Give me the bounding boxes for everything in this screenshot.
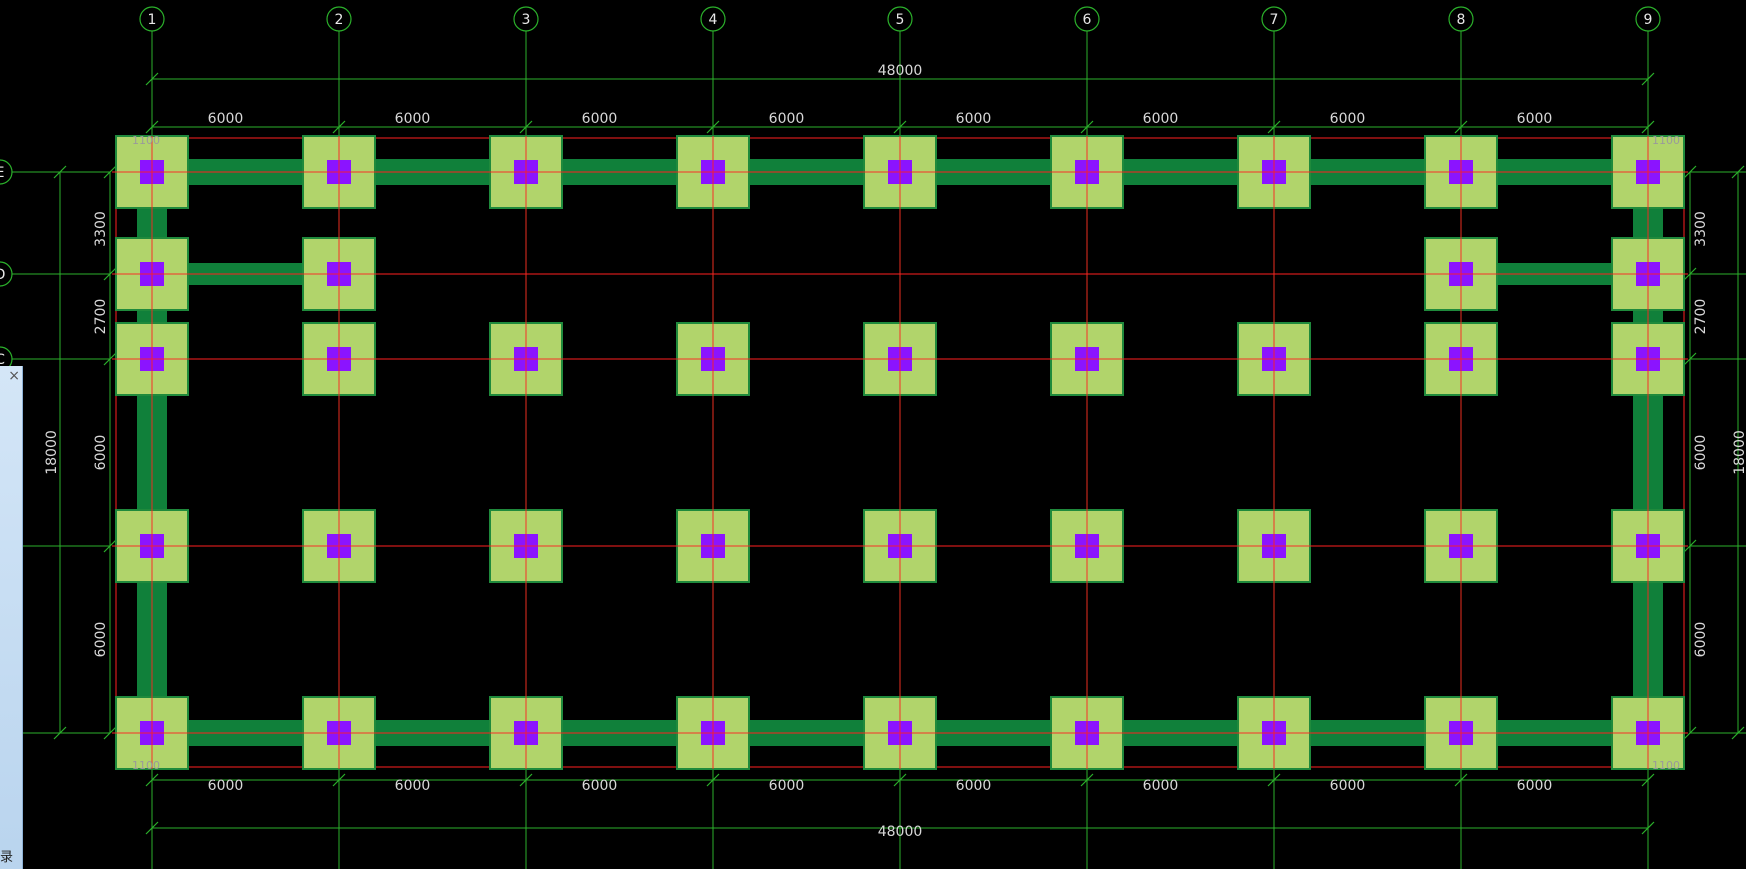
dim-tick-h-2-4: [893, 773, 907, 787]
dim-text-top-bay-7: 6000: [1517, 111, 1553, 127]
dim-text-right-2: 6000: [1693, 435, 1709, 471]
dim-tick-h-2-7: [1454, 773, 1468, 787]
dim-tick-h-2-5: [1080, 773, 1094, 787]
dim-tick-h-3-8: [1641, 821, 1655, 835]
dim-tick-v-1-2: [103, 352, 117, 366]
dim-tick-h-2-2: [519, 773, 533, 787]
dim-tick-v-1-1: [103, 267, 117, 281]
axis-bubble-2: [326, 6, 352, 32]
dim-tick-v-1-0: [103, 165, 117, 179]
dim-text-top-bay-6: 6000: [1330, 111, 1366, 127]
side-panel[interactable]: × 录: [0, 366, 23, 869]
dim-text-bottom-bay-0: 6000: [208, 778, 244, 794]
dim-text-left-1: 2700: [93, 299, 109, 335]
row-axis-bubble-C: [0, 346, 13, 372]
axis-bubble-8: [1448, 6, 1474, 32]
dim-tick-h-2-3: [706, 773, 720, 787]
dim-text-right-total: 18000: [1732, 430, 1746, 475]
dim-tick-h-1-8: [1641, 120, 1655, 134]
dim-text-top-bay-5: 6000: [1143, 111, 1179, 127]
dim-text-left-2: 6000: [93, 435, 109, 471]
row-axis-bubble-E: [0, 159, 13, 185]
dim-tick-h-1-3: [706, 120, 720, 134]
axis-label-1: 1: [148, 12, 157, 28]
dim-tick-v-2-2: [1683, 352, 1697, 366]
axis-label-8: 8: [1457, 12, 1466, 28]
dim-tick-h-1-6: [1267, 120, 1281, 134]
corner-tag-1: 1100: [1652, 134, 1680, 147]
dim-tick-h-2-8: [1641, 773, 1655, 787]
axis-bubble-4: [700, 6, 726, 32]
dim-tick-h-2-6: [1267, 773, 1281, 787]
dim-text-left-total: 18000: [44, 430, 60, 475]
dim-tick-v-2-1: [1683, 267, 1697, 281]
corner-tag-0: 1100: [132, 134, 160, 147]
dim-tick-v-3-0: [1731, 165, 1745, 179]
axis-bubble-9: [1635, 6, 1661, 32]
dim-tick-h-2-0: [145, 773, 159, 787]
dim-text-top-bay-1: 6000: [395, 111, 431, 127]
dim-tick-h-1-7: [1454, 120, 1468, 134]
axis-bubble-6: [1074, 6, 1100, 32]
axis-bubble-3: [513, 6, 539, 32]
dim-text-top-total: 48000: [878, 63, 923, 79]
dim-tick-v-0-4: [53, 726, 67, 740]
dim-tick-v-1-4: [103, 726, 117, 740]
dim-text-left-0: 3300: [93, 211, 109, 247]
dim-text-top-bay-0: 6000: [208, 111, 244, 127]
dim-text-top-bay-4: 6000: [956, 111, 992, 127]
axis-bubbles[interactable]: 1 2 3 4 5 6 7 8 9E D C: [0, 6, 1661, 372]
row-axis-label-E: E: [0, 165, 4, 181]
dim-text-top-bay-3: 6000: [769, 111, 805, 127]
dim-tick-v-2-0: [1683, 165, 1697, 179]
dim-text-bottom-bay-5: 6000: [1143, 778, 1179, 794]
dim-text-bottom-bay-2: 6000: [582, 778, 618, 794]
dim-text-right-3: 6000: [1693, 622, 1709, 658]
axis-bubble-1: [139, 6, 165, 32]
row-axis-bubble-D: [0, 261, 13, 287]
corner-tag-3: 1100: [1652, 759, 1680, 772]
dim-tick-v-0-0: [53, 165, 67, 179]
axis-label-3: 3: [522, 12, 531, 28]
dim-tick-h-1-5: [1080, 120, 1094, 134]
panel-label[interactable]: 录: [0, 850, 14, 865]
dim-tick-h-2-1: [332, 773, 346, 787]
dim-tick-h-1-4: [893, 120, 907, 134]
dim-text-left-3: 6000: [93, 622, 109, 658]
dim-text-bottom-bay-1: 6000: [395, 778, 431, 794]
row-axis-label-C: C: [0, 352, 5, 368]
dim-tick-h-0-0: [145, 72, 159, 86]
dim-text-bottom-bay-3: 6000: [769, 778, 805, 794]
dim-tick-v-1-3: [103, 539, 117, 553]
axis-label-9: 9: [1644, 12, 1653, 28]
axis-bubble-7: [1261, 6, 1287, 32]
axis-label-6: 6: [1083, 12, 1092, 28]
dim-text-right-1: 2700: [1693, 299, 1709, 335]
dim-tick-h-3-0: [145, 821, 159, 835]
dim-tick-h-1-1: [332, 120, 346, 134]
dim-text-bottom-bay-6: 6000: [1330, 778, 1366, 794]
row-axis-label-D: D: [0, 267, 5, 283]
footings: [112, 135, 1688, 770]
dim-text-bottom-total: 48000: [878, 824, 923, 840]
dim-tick-h-0-8: [1641, 72, 1655, 86]
dim-tick-h-1-2: [519, 120, 533, 134]
axis-bubble-5: [887, 6, 913, 32]
axis-label-4: 4: [709, 12, 718, 28]
dim-tick-v-2-4: [1683, 726, 1697, 740]
dim-text-top-bay-2: 6000: [582, 111, 618, 127]
dimension-texts: 48000 48000 6000 6000 6000 6000 6000 6000 6000 60…: [44, 63, 1746, 840]
axis-label-2: 2: [335, 12, 344, 28]
dim-text-bottom-bay-7: 6000: [1517, 778, 1553, 794]
axis-label-7: 7: [1270, 12, 1279, 28]
close-icon[interactable]: ×: [8, 368, 20, 384]
corner-tag-2: 1100: [132, 759, 160, 772]
dim-tick-v-2-3: [1683, 539, 1697, 553]
axis-label-5: 5: [896, 12, 905, 28]
dim-text-right-0: 3300: [1693, 211, 1709, 247]
dim-tick-h-1-0: [145, 120, 159, 134]
dim-text-bottom-bay-4: 6000: [956, 778, 992, 794]
dim-tick-v-3-4: [1731, 726, 1745, 740]
